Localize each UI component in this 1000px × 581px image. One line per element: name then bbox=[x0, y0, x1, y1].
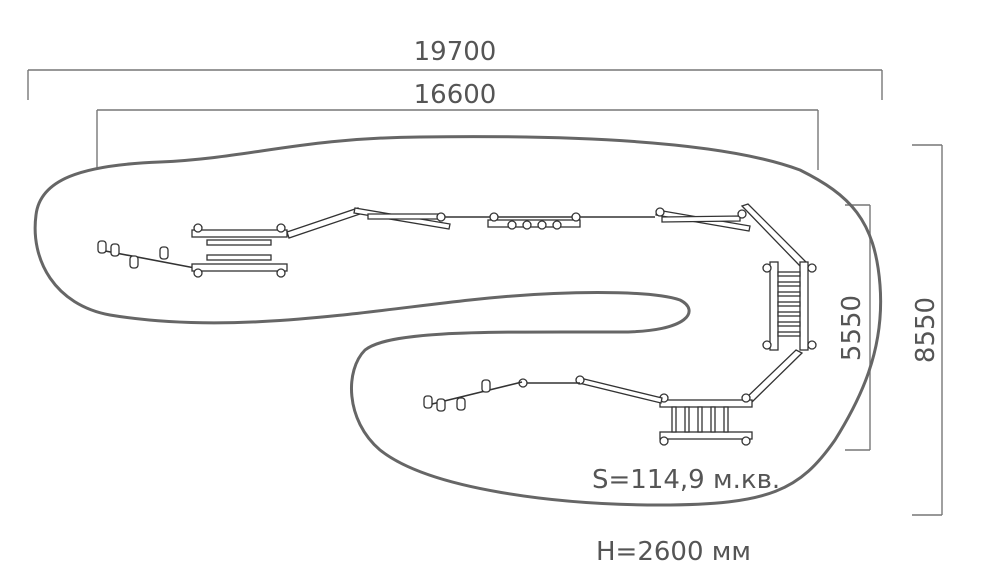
overall-width-label: 19700 bbox=[414, 37, 497, 67]
overall-height-label: 8550 bbox=[911, 297, 941, 363]
disc-bridge bbox=[445, 212, 655, 230]
height-label: H=2600 мм bbox=[596, 537, 751, 567]
balance-beams-top bbox=[286, 207, 451, 239]
log-walk-left bbox=[97, 240, 196, 269]
inner-height-label: 5550 bbox=[837, 295, 867, 361]
inner-width-label: 16600 bbox=[414, 80, 497, 110]
balance-beams-right bbox=[655, 203, 808, 267]
descending-beam bbox=[744, 349, 804, 403]
ladder-platform-right bbox=[762, 261, 817, 351]
platform-left bbox=[191, 223, 288, 278]
safety-zone-outline bbox=[33, 135, 883, 507]
log-walk-bottom-left bbox=[423, 379, 523, 412]
overall-width-dimension: 19700 bbox=[27, 37, 883, 100]
inner-height-dimension: 5550 bbox=[837, 204, 871, 451]
ladder-platform-bottom bbox=[659, 393, 753, 446]
area-label: S=114,9 м.кв. bbox=[592, 465, 780, 495]
rope-walk-bottom bbox=[518, 375, 663, 404]
overall-height-dimension: 8550 bbox=[911, 144, 943, 516]
inner-width-dimension: 16600 bbox=[96, 80, 819, 170]
